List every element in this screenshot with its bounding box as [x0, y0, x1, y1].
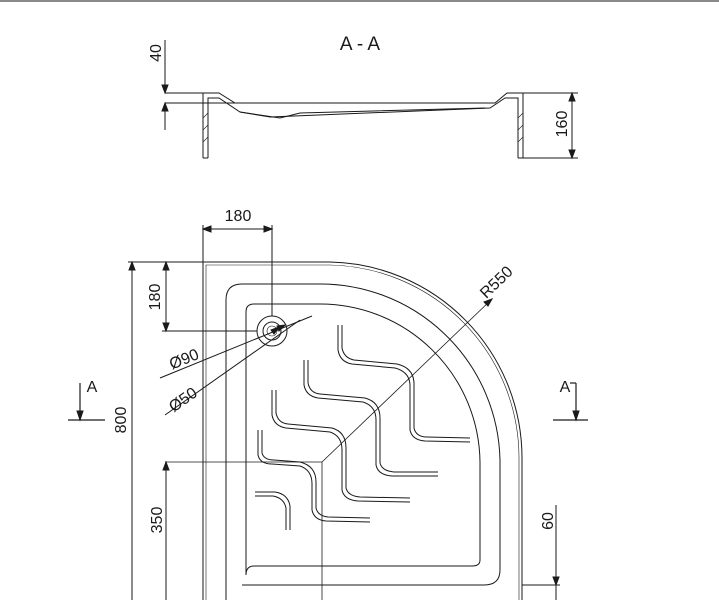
section-title: A - A — [340, 34, 380, 55]
leader-d90 — [159, 315, 313, 379]
dim-overall-side: 800 — [113, 407, 130, 434]
top-border-line — [0, 0, 719, 2]
dim-tray-depth-drop: 40 — [148, 44, 165, 62]
dim-edge-offset: 60 — [540, 512, 557, 530]
leader-d50 — [164, 319, 301, 416]
basin-inner — [245, 303, 481, 576]
section-view — [161, 40, 578, 160]
radius-leader — [321, 298, 493, 463]
dim-outer-radius: R550 — [477, 263, 516, 302]
plan-view — [68, 225, 588, 600]
dim-drain-offset-y: 180 — [147, 284, 164, 311]
basin-rim — [225, 283, 501, 600]
section-outer-profile — [202, 92, 524, 158]
dim-drain-outer-diameter: Ø90 — [167, 346, 202, 373]
dim-tray-height: 160 — [554, 111, 571, 138]
section-marker-right-symbol — [553, 382, 588, 422]
section-marker-left: A — [87, 379, 98, 396]
section-basin-floor — [239, 107, 486, 119]
section-marker-left-symbol — [68, 383, 105, 422]
floor-ribs — [255, 325, 471, 530]
dim-drain-inner-diameter: Ø50 — [166, 385, 201, 416]
section-marker-right: A — [560, 379, 571, 396]
dim-drain-offset-x: 180 — [225, 208, 252, 225]
section-inner-profile — [207, 97, 519, 158]
tray-outer-outline — [202, 261, 523, 600]
tray-outer-outline-inner — [205, 264, 520, 600]
dim-center-offset: 350 — [149, 507, 166, 534]
